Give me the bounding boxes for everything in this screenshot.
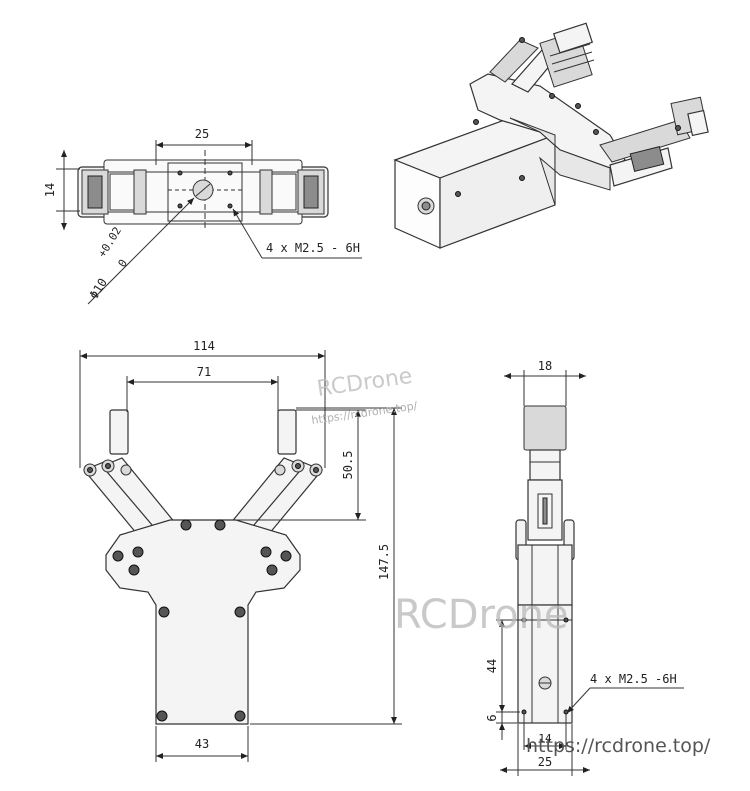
watermark-brand-large: RCDrone: [394, 592, 569, 638]
front-view: 114 71 50.5 147.5 43: [79, 339, 402, 762]
dim-bore-diameter: Φ10: [87, 276, 110, 302]
dim-bore-tolerance-lower: 0: [116, 257, 131, 270]
dim-side-hole-spacing: 44: [485, 659, 499, 673]
isometric-view: [393, 22, 709, 249]
dim-side-base-width: 25: [538, 755, 552, 769]
dim-side-hole-offset: 6: [485, 714, 499, 721]
watermark-url: https://rcdrone.top/: [526, 735, 711, 757]
watermark-url-small: https://rcdrone.top/: [311, 399, 419, 427]
side-view: 18 44 6 14 25 4 x M2.5 -6H: [485, 359, 684, 776]
dim-top-width: 25: [195, 127, 209, 141]
dim-front-jaw-height: 50.5: [341, 451, 355, 480]
dim-bore-tolerance-upper: +0.02: [96, 225, 125, 260]
dim-top-height: 14: [43, 183, 57, 197]
dim-front-base-width: 43: [195, 737, 209, 751]
note-side-screws: 4 x M2.5 -6H: [590, 672, 677, 686]
dim-front-total-height: 147.5: [377, 544, 391, 580]
note-top-screws: 4 x M2.5 - 6H: [266, 241, 360, 255]
watermark-brand-small: RCDrone: [315, 364, 414, 402]
top-view: 25 14 Φ10 +0.02 0 4 x M2.5 - 6H: [43, 127, 362, 305]
dim-front-jaw-gap: 71: [197, 365, 211, 379]
dim-side-jaw-width: 18: [538, 359, 552, 373]
dim-side-base-half: 14: [538, 732, 552, 745]
dim-front-total-width: 114: [193, 339, 215, 353]
